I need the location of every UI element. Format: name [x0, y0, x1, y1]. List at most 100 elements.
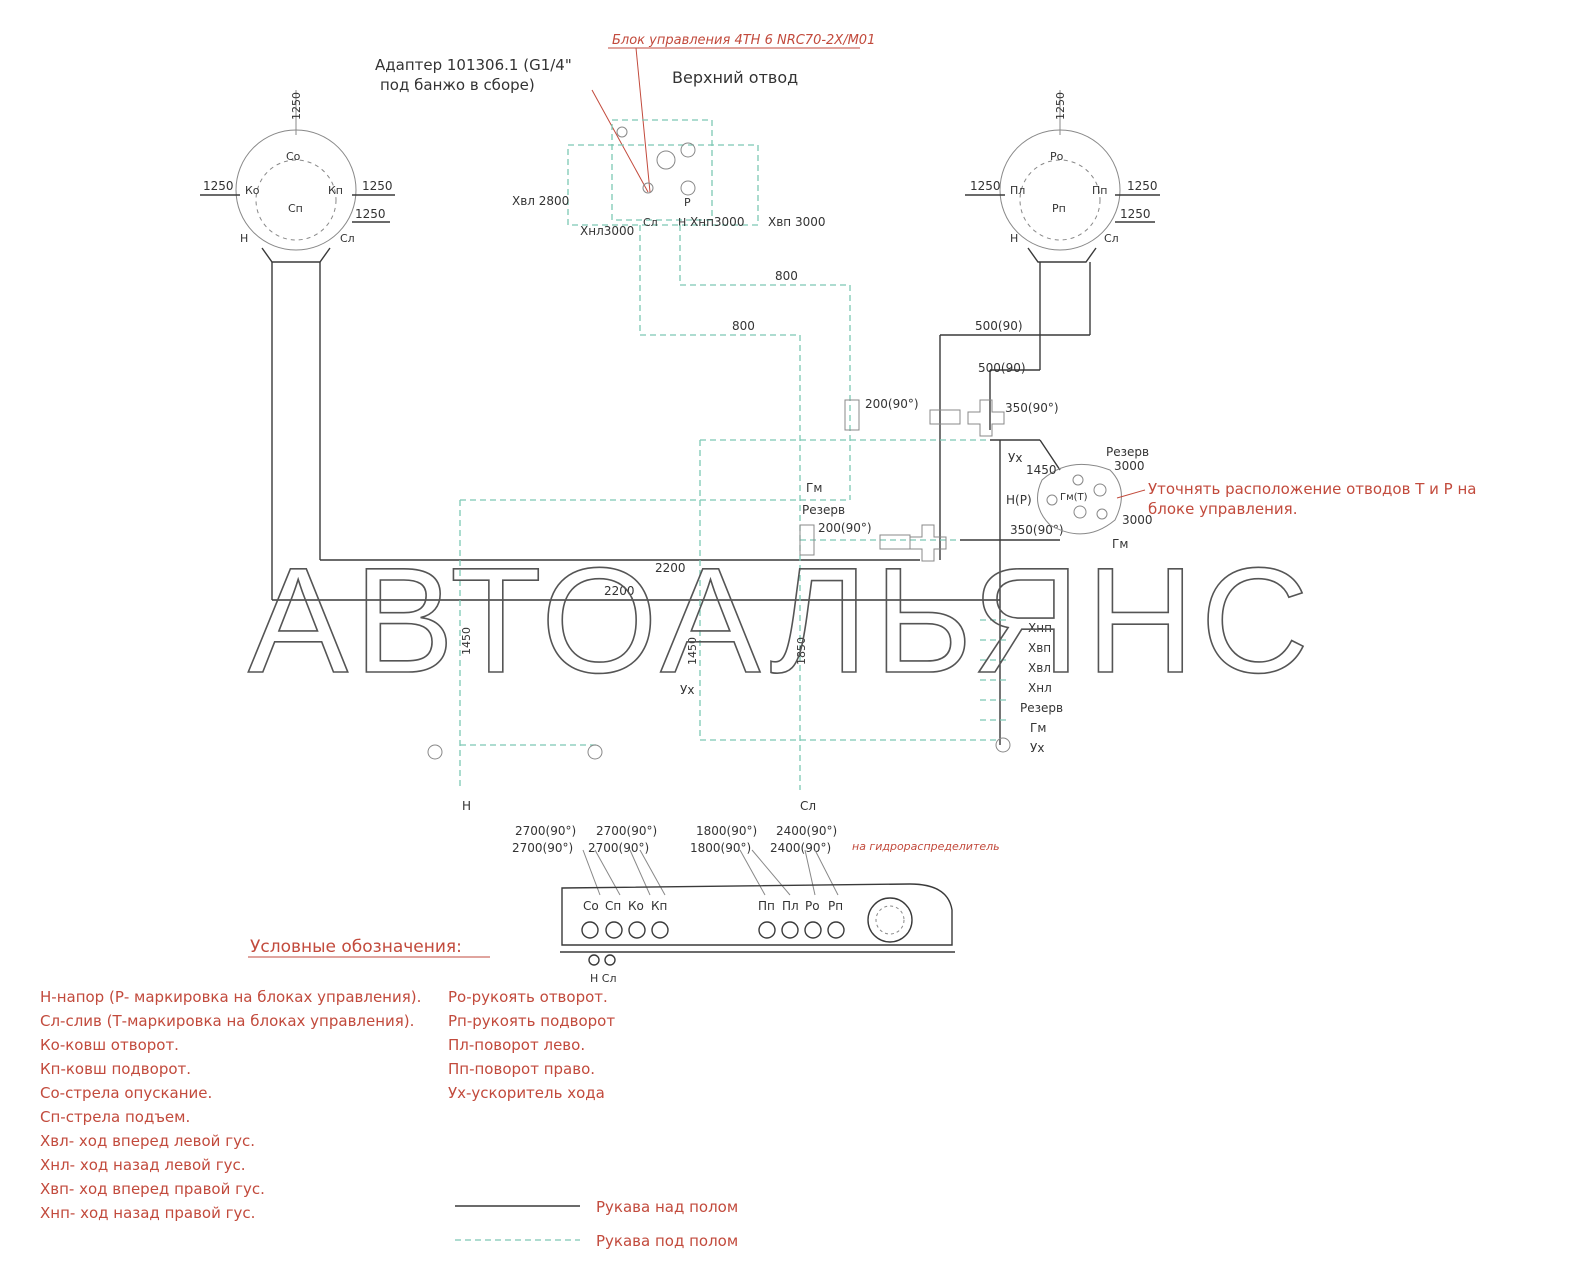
valve-1450: 1450	[1026, 463, 1057, 477]
center-control-block: Хвл 2800 Хнл3000 Сл Р Н Хнп3000 Хвп 3000	[512, 119, 826, 238]
legend-item-9: Хвп- ход вперед правой гус.	[40, 1180, 265, 1198]
stack-ux: Ух	[1030, 741, 1044, 755]
length-1450-vertical-b: 1450	[686, 637, 699, 665]
legend-item-4: Кп-ковш подворот.	[40, 1060, 191, 1078]
block-title: Блок управления 4TH 6 NRC70-2X/M01	[612, 33, 875, 48]
legend-item-7: Хвл- ход вперед левой гус.	[40, 1132, 255, 1150]
valve-gm: Гм	[1112, 537, 1128, 551]
panel-fitting-labels: 2700(90°) 2700(90°) 2700(90°) 2700(90°) …	[512, 824, 1000, 896]
fittings	[427, 399, 1011, 760]
xnl-label: Хнл3000	[580, 224, 634, 238]
legend: Условные обозначения: Н-напор (Р- маркир…	[40, 937, 738, 1250]
port-kp: Кп	[328, 184, 343, 197]
hoses-under-floor	[459, 225, 1010, 790]
center-rezerv: Резерв	[802, 503, 845, 517]
panel-rp: Рп	[828, 899, 843, 913]
legend-item-12: Рп-рукоять подворот	[448, 1012, 615, 1030]
left-right-dim-1: 1250	[362, 179, 393, 193]
right-joystick: 1250 1250 1250 1250 Ро Пл Пп Рп Н Сл	[965, 90, 1160, 263]
port-rp: Рп	[1052, 202, 1066, 215]
right-valve-block: Ух 1450 Резерв 3000 Н(Р) Гм(Т) 3000 Гм У…	[1006, 445, 1476, 551]
adapter-label-1: Адаптер 101306.1 (G1/4"	[375, 56, 572, 74]
center-p: Р	[684, 196, 691, 209]
length-1450-vertical: 1450	[460, 627, 473, 655]
fit-h: 2400(90°)	[770, 841, 831, 855]
left-left-dim: 1250	[203, 179, 234, 193]
legend-line-above: Рукава над полом	[596, 1198, 738, 1216]
length-2200-b: 2200	[604, 584, 635, 598]
legend-item-13: Пл-поворот лево.	[448, 1036, 585, 1054]
panel-so: Со	[583, 899, 599, 913]
stack-rezerv: Резерв	[1020, 701, 1063, 715]
panel-pp: Пп	[758, 899, 775, 913]
length-2200-a: 2200	[655, 561, 686, 575]
legend-item-6: Сп-стрела подъем.	[40, 1108, 190, 1126]
fit-c: 2700(90°)	[512, 841, 573, 855]
port-sp: Сп	[288, 202, 303, 215]
valve-3000: 3000	[1114, 459, 1145, 473]
legend-line-below: Рукава под полом	[596, 1232, 738, 1250]
legend-item-1: Н-напор (Р- маркировка на блоках управле…	[40, 988, 421, 1006]
center-ux: Ух	[680, 683, 694, 697]
port-ro: Ро	[1050, 150, 1064, 163]
fit-d: 2700(90°)	[588, 841, 649, 855]
valve-n-p: Н(Р)	[1006, 493, 1032, 507]
bottom-sl: Сл	[800, 799, 816, 813]
valve-rezerv: Резерв	[1106, 445, 1149, 459]
xvp-label: Хвп 3000	[768, 215, 826, 229]
legend-item-15: Ух-ускоритель хода	[448, 1084, 605, 1102]
port-pl: Пл	[1010, 184, 1025, 197]
fit-a: 2700(90°)	[515, 824, 576, 838]
fit-f: 2400(90°)	[776, 824, 837, 838]
port-sl: Сл	[340, 232, 355, 245]
xnp-label: Хнп3000	[690, 215, 744, 229]
length-800-a: 800	[775, 269, 798, 283]
legend-item-5: Со-стрела опускание.	[40, 1084, 212, 1102]
legend-item-8: Хнл- ход назад левой гус.	[40, 1156, 245, 1174]
length-500-a: 500(90)	[975, 319, 1023, 333]
adapter-label-2: под банжо в сборе)	[380, 76, 535, 94]
center-n: Н	[678, 216, 686, 229]
right-left-dim: 1250	[970, 179, 1001, 193]
length-200-top: 200(90°)	[865, 397, 919, 411]
panel-ko: Ко	[628, 899, 644, 913]
length-350-top: 350(90°)	[1005, 401, 1059, 415]
right-port-stack: Хнп Хвп Хвл Хнл Резерв Гм Ух	[1020, 621, 1063, 755]
panel-ro: Ро	[805, 899, 820, 913]
fit-b: 2700(90°)	[596, 824, 657, 838]
port-sl-right: Сл	[1104, 232, 1119, 245]
valve-note-2: блоке управления.	[1148, 500, 1297, 518]
valve-note-1: Уточнять расположение отводов Т и Р на	[1148, 480, 1476, 498]
stack-xnp: Хнп	[1028, 621, 1052, 635]
panel-n-sl: Н Сл	[590, 972, 616, 985]
upper-outlet-label: Верхний отвод	[672, 68, 798, 87]
legend-title: Условные обозначения:	[250, 937, 462, 957]
xvl-label: Хвл 2800	[512, 194, 569, 208]
stack-xvp: Хвп	[1028, 641, 1051, 655]
control-panel: Со Сп Ко Кп Пп Пл Ро Рп Н Сл	[560, 883, 955, 985]
center-sl: Сл	[643, 216, 658, 229]
bottom-n: Н	[462, 799, 471, 813]
stack-gm: Гм	[1030, 721, 1046, 735]
right-right-dim-1: 1250	[1127, 179, 1158, 193]
fit-g: 1800(90°)	[690, 841, 751, 855]
length-800-b: 800	[732, 319, 755, 333]
length-1850-vertical: 1850	[795, 637, 808, 665]
port-n: Н	[240, 232, 248, 245]
left-top-dim: 1250	[290, 92, 303, 120]
length-200-bottom: 200(90°)	[818, 521, 872, 535]
legend-item-11: Ро-рукоять отворот.	[448, 988, 608, 1006]
fit-e: 1800(90°)	[696, 824, 757, 838]
hoses-above-floor	[271, 262, 1091, 745]
port-n-right: Н	[1010, 232, 1018, 245]
valve-ux: Ух	[1008, 451, 1022, 465]
left-right-dim-2: 1250	[355, 207, 386, 221]
valve-gm-t: Гм(Т)	[1060, 492, 1088, 503]
panel-kp: Кп	[651, 899, 667, 913]
port-ko: Ко	[245, 184, 260, 197]
stack-xnl: Хнл	[1028, 681, 1052, 695]
left-joystick: 1250 1250 1250 1250 Со Ко Кп Сп Н Сл	[200, 90, 395, 263]
center-gm: Гм	[806, 481, 822, 495]
legend-item-3: Ко-ковш отворот.	[40, 1036, 179, 1054]
